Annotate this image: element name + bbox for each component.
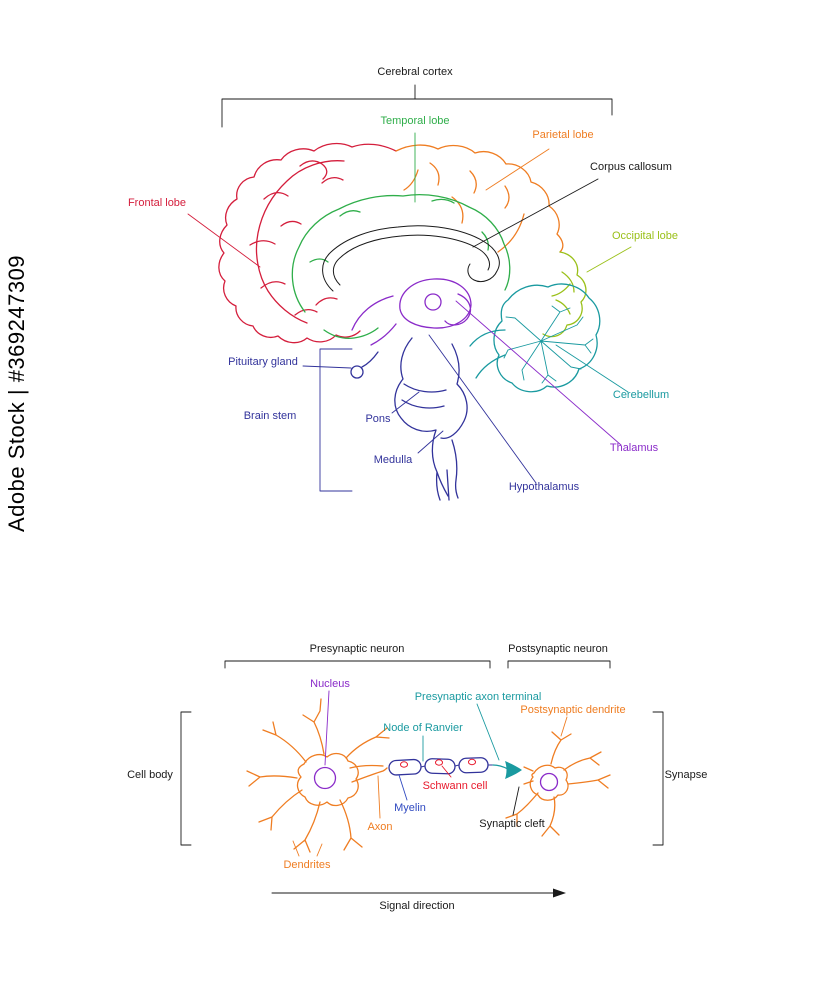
pituitary-gland-shape (350, 365, 364, 379)
node-of-ranvier-gaps (420, 764, 494, 768)
label-temporal-lobe: Temporal lobe (380, 115, 450, 127)
label-nucleus: Nucleus (310, 678, 350, 690)
presynaptic-axon-terminal-pointer (476, 703, 500, 761)
corpus-callosum-pointer (472, 178, 599, 248)
frontal-lobe-outline (218, 142, 397, 344)
presynaptic-neuron-bracket (224, 660, 491, 669)
label-presynaptic-neuron: Presynaptic neuron (309, 643, 405, 655)
pituitary-gland-pointer (302, 365, 352, 369)
parietal-lobe-outline (395, 144, 564, 253)
schwann-nucleus-1 (400, 761, 408, 768)
parietal-lobe-pointer (485, 148, 550, 191)
label-medulla: Medulla (373, 454, 413, 466)
pons-pointer (391, 391, 420, 414)
label-dendrites: Dendrites (283, 859, 331, 871)
thalamus-outline (351, 278, 472, 346)
label-thalamus: Thalamus (609, 442, 659, 454)
postsynaptic-neuron-bracket (507, 660, 611, 669)
label-axon: Axon (367, 821, 393, 833)
schwann-nucleus-2 (435, 759, 443, 766)
synapse-bracket (652, 711, 664, 846)
label-schwann-cell: Schwann cell (422, 780, 488, 792)
cerebellum-pointer (555, 344, 629, 393)
nucleus-pointer (324, 690, 330, 766)
label-synapse: Synapse (664, 769, 708, 781)
frontal-lobe-pointer (187, 213, 261, 268)
schwann-cell-pointer (441, 765, 452, 778)
axon-pointer (377, 775, 381, 819)
cell-body-bracket (180, 711, 192, 846)
synaptic-cleft-pointer (512, 786, 520, 816)
label-pituitary-gland: Pituitary gland (228, 356, 298, 368)
brain-diagram (187, 84, 632, 501)
medulla-pointer (417, 430, 444, 454)
label-hypothalamus: Hypothalamus (508, 481, 580, 493)
label-frontal-lobe: Frontal lobe (127, 197, 187, 209)
cerebellum-outline (469, 283, 601, 393)
label-brain-stem: Brain stem (243, 410, 297, 422)
postsynaptic-dendrite-pointer (560, 716, 568, 737)
label-occipital-lobe: Occipital lobe (611, 230, 679, 242)
label-node-of-ranvier: Node of Ranvier (383, 722, 463, 734)
interthalamic-adhesion (424, 293, 442, 311)
myelin-pointer (398, 774, 408, 801)
presynaptic-nucleus (313, 766, 337, 790)
postsynaptic-nucleus (539, 772, 559, 792)
label-signal-direction: Signal direction (379, 900, 455, 912)
label-cell-body: Cell body (127, 769, 173, 781)
axon-terminal-arrow (505, 761, 522, 779)
label-cerebral-cortex: Cerebral cortex (377, 66, 453, 78)
occipital-lobe-pointer (586, 246, 632, 273)
cerebral-cortex-bracket (221, 84, 613, 128)
corpus-callosum-outline (322, 225, 500, 292)
label-presynaptic-axon-terminal: Presynaptic axon terminal (414, 691, 542, 703)
hypothalamus-pointer (428, 334, 537, 484)
label-postsynaptic-dendrite: Postsynaptic dendrite (520, 704, 626, 716)
neuron-diagram (180, 660, 664, 898)
myelin-segment-2 (424, 758, 456, 775)
label-cerebellum: Cerebellum (612, 389, 670, 401)
myelin-segment-1 (388, 758, 422, 776)
thalamus-pointer (455, 300, 622, 446)
axon-terminal-line (492, 764, 509, 770)
label-postsynaptic-neuron: Postsynaptic neuron (508, 643, 608, 655)
label-synaptic-cleft: Synaptic cleft (479, 818, 545, 830)
signal-direction-arrowhead (553, 888, 566, 898)
brain-stem-bracket (319, 348, 353, 492)
label-corpus-callosum: Corpus callosum (590, 161, 672, 173)
pituitary-stalk (361, 351, 379, 368)
occipital-lobe-outline (542, 251, 587, 338)
label-pons: Pons (365, 413, 391, 425)
label-myelin: Myelin (394, 802, 426, 814)
presynaptic-soma-dendrites (246, 698, 390, 853)
label-parietal-lobe: Parietal lobe (532, 129, 594, 141)
temporal-lobe-outline (291, 193, 511, 339)
schwann-nucleus-3 (468, 758, 476, 766)
postsynaptic-soma-dendrites (505, 731, 611, 837)
dendrites-pointers (292, 840, 323, 857)
brainstem-outline (394, 337, 468, 501)
